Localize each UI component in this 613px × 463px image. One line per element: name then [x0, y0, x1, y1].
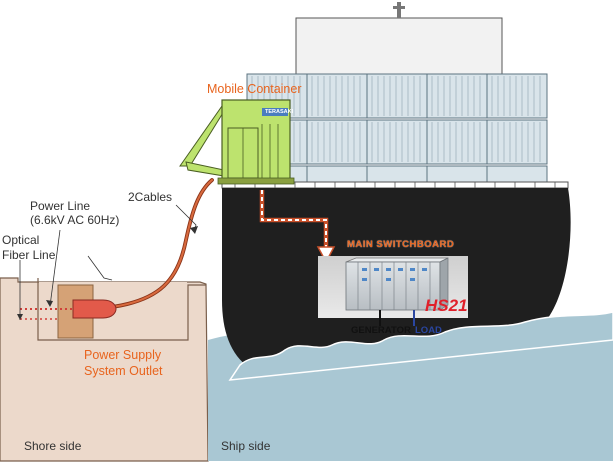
- wave-front: [228, 311, 613, 381]
- ship-side-label: Ship side: [221, 439, 271, 453]
- optical-label: Optical: [2, 233, 40, 247]
- cables-leader-arrow: [190, 226, 198, 234]
- pit-leader: [87, 255, 113, 281]
- shore-side-label: Shore side: [24, 439, 82, 453]
- generator-label: GENERATOR: [351, 325, 411, 336]
- deck-rail-posts: [234, 182, 556, 188]
- switchboard-cabinet-side: [439, 257, 449, 311]
- power-line-label: Power Line: [30, 199, 91, 213]
- mobile-container-label: Mobile Container: [207, 82, 302, 96]
- container-door-lines: [242, 124, 279, 178]
- mast-cap: [393, 6, 405, 9]
- outlet-pit: [37, 278, 206, 341]
- cables-label: 2Cables: [128, 190, 173, 204]
- brand-plate: [262, 108, 288, 116]
- load-label: LOAD: [415, 325, 442, 336]
- plug-connector: [72, 299, 117, 319]
- cable-arrow: [316, 246, 336, 264]
- crane-support: [185, 161, 225, 177]
- power-leader-arrow: [46, 300, 53, 307]
- brand-logo-text: TERASAKI: [265, 109, 294, 115]
- mast: [397, 2, 401, 18]
- power-leader: [49, 229, 61, 307]
- fiber-line-label: Fiber Line: [2, 248, 56, 262]
- main-switchboard-label: MAIN SWITCHBOARD: [347, 239, 455, 250]
- cabinet-panels: [357, 262, 431, 310]
- outlet-label-2: System Outlet: [84, 364, 163, 378]
- shore-cable: [111, 179, 213, 308]
- power-line-spec-label: (6.6kV AC 60Hz): [30, 213, 120, 227]
- crane-arm: [179, 105, 227, 167]
- bridge-block: [295, 17, 503, 75]
- optical-leader-arrow: [17, 314, 23, 320]
- cabinet-indicators: [362, 268, 427, 281]
- outlet-label: Power Supply: [84, 348, 162, 362]
- internal-cable-dash: [261, 190, 327, 248]
- switchboard-cabinet-top: [345, 257, 449, 263]
- hs21-label: HS21: [425, 296, 468, 315]
- container-base: [217, 177, 295, 185]
